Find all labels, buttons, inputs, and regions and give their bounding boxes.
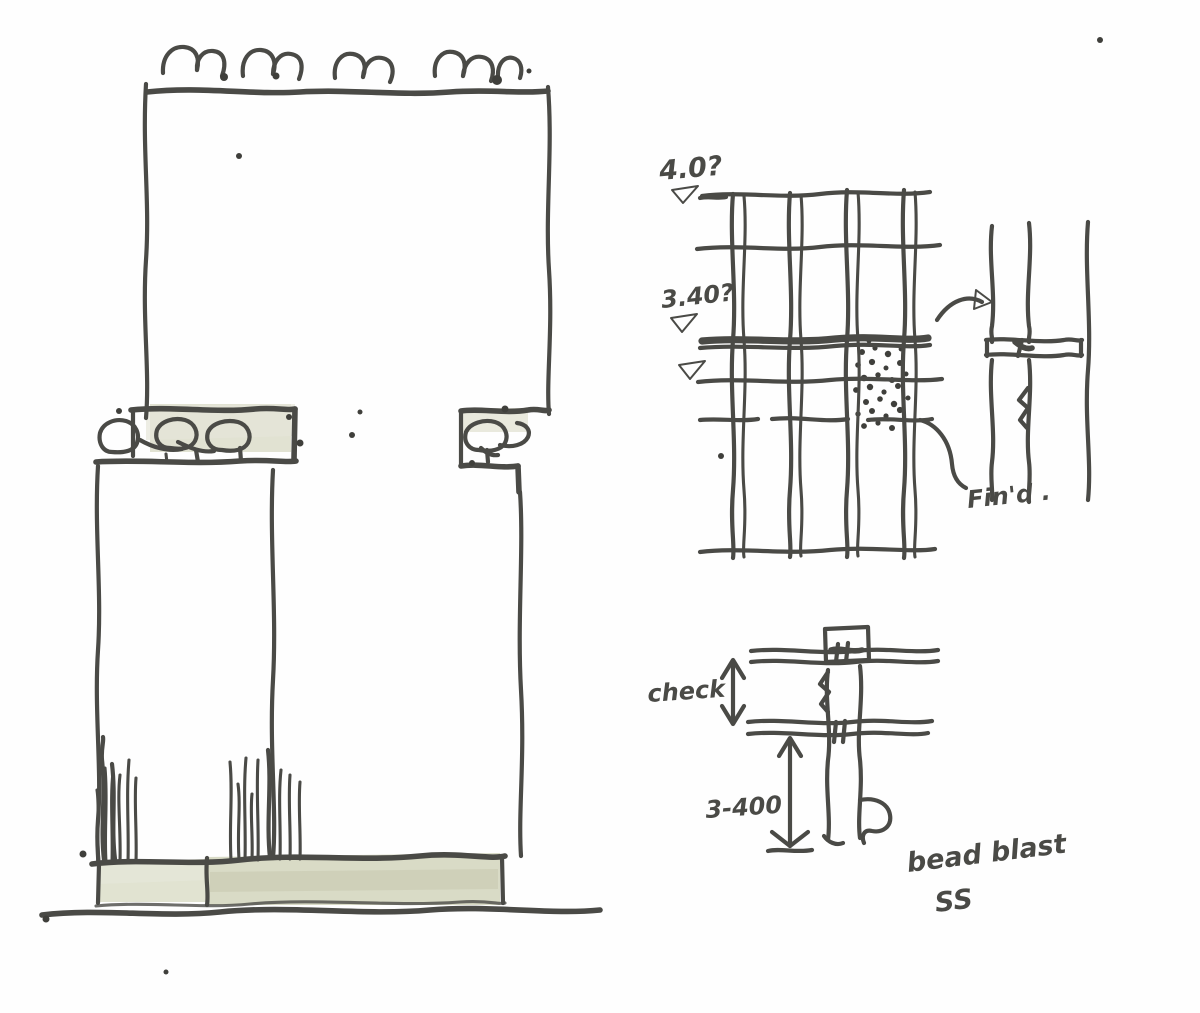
grid-top-annotation: 4.0? bbox=[657, 151, 724, 204]
base-right-edge bbox=[499, 854, 506, 906]
grid-bottom-rail bbox=[697, 546, 938, 555]
left-planter-ledge bbox=[93, 405, 304, 466]
stray-mark bbox=[163, 969, 169, 975]
grid-mullion-1b bbox=[741, 194, 747, 559]
stray-mark bbox=[79, 850, 87, 858]
section-lower-joint-1 bbox=[831, 719, 839, 745]
section-post-right bbox=[856, 663, 864, 841]
section-rail-lower bbox=[745, 718, 935, 726]
planting-reeds-left bbox=[95, 734, 138, 864]
center-mullion bbox=[269, 467, 277, 861]
lower-right-jamb bbox=[517, 489, 525, 859]
section-head-hatch-2 bbox=[843, 640, 851, 665]
grid-top-note: 4.0? bbox=[657, 151, 724, 188]
stray-mark bbox=[236, 153, 242, 159]
level-marker-triangle-top bbox=[671, 185, 699, 204]
level-marker-triangle-low bbox=[678, 360, 706, 380]
stray-mark bbox=[718, 453, 724, 459]
check-dimension: check bbox=[646, 657, 747, 727]
section-post-base bbox=[821, 833, 846, 847]
enlarged-vertical-1 bbox=[988, 223, 996, 345]
dim-arrow-lower-head-up bbox=[776, 735, 804, 759]
wash-layer bbox=[98, 404, 528, 905]
grid-mullion-1 bbox=[729, 191, 737, 561]
stray-mark bbox=[349, 432, 355, 438]
main-elevation bbox=[39, 44, 603, 975]
dim-arrow-lower-base bbox=[765, 847, 815, 854]
grid-mid-note: 3.40? bbox=[660, 278, 736, 313]
base-wash-fade bbox=[98, 861, 208, 884]
grid-rail-3-heavy bbox=[698, 334, 932, 345]
enlarged-rail-detail bbox=[983, 219, 1092, 505]
grid-rail-2 bbox=[694, 242, 943, 252]
enlarged-rail-top bbox=[983, 337, 1085, 344]
grid-mullion-4 bbox=[900, 187, 908, 561]
callout-arrow-head bbox=[973, 289, 993, 310]
fin-leader bbox=[917, 417, 969, 491]
grid-rail-1 bbox=[699, 189, 933, 199]
enlarged-vertical-3 bbox=[1084, 219, 1092, 503]
right-planter-ledge bbox=[458, 405, 552, 495]
curtain-hook-loops bbox=[160, 44, 532, 85]
stray-mark bbox=[1097, 37, 1103, 43]
grid-mid-annotation: 3.40? bbox=[660, 278, 736, 380]
stray-mark bbox=[357, 409, 363, 415]
section-lower-joint-2 bbox=[840, 718, 848, 745]
grid-rail-5b bbox=[769, 416, 851, 423]
section-head-block bbox=[822, 624, 872, 665]
grid-rail-5c bbox=[865, 416, 935, 423]
fin-note: Fin'd . bbox=[966, 477, 1052, 514]
dimension-label: 3-400 bbox=[704, 791, 783, 824]
left-jamb bbox=[142, 81, 150, 421]
grid-detail: 4.0? 3.40? Fin'd . bbox=[657, 151, 1052, 561]
finish-note: bead blast bbox=[905, 829, 1069, 879]
enlarged-vertical-1b bbox=[988, 357, 996, 503]
planting-reeds-center bbox=[228, 747, 302, 862]
check-label: check bbox=[646, 674, 728, 707]
stray-mark bbox=[42, 915, 50, 923]
grid-rail-3-under bbox=[697, 342, 933, 351]
grid-rail-4 bbox=[695, 376, 945, 385]
section-foot-hook bbox=[857, 797, 893, 846]
enlarged-vertical-2 bbox=[1025, 220, 1033, 345]
callout-arrow bbox=[934, 296, 985, 323]
ground-line-echo bbox=[94, 900, 507, 908]
dim-arrow-check-head-dn bbox=[719, 703, 747, 727]
finish-material: SS bbox=[933, 884, 974, 919]
level-marker-triangle-mid bbox=[670, 313, 698, 333]
head-rail bbox=[144, 87, 551, 97]
enlarged-zigzag bbox=[1016, 385, 1031, 431]
section-rail-lower-2 bbox=[745, 730, 931, 738]
section-head-hatch-1 bbox=[833, 641, 841, 665]
base-top-line bbox=[89, 852, 508, 867]
enlarged-vertical-2b bbox=[1025, 357, 1033, 505]
grid-mullion-3b bbox=[855, 190, 861, 558]
base-wash-core bbox=[210, 869, 498, 892]
enlarged-rail-joint bbox=[1012, 339, 1035, 352]
grid-stub-left-1 bbox=[697, 194, 729, 201]
dim-arrow-lower-foot bbox=[769, 829, 811, 849]
base-mid-joint bbox=[204, 855, 210, 908]
enlarged-rail-joint-2 bbox=[1015, 337, 1025, 359]
ground-line bbox=[39, 905, 603, 918]
dim-arrow-check-head-up bbox=[719, 657, 747, 681]
right-jamb bbox=[545, 84, 553, 417]
grid-mullion-2 bbox=[786, 190, 794, 560]
grid-mullion-3 bbox=[843, 187, 851, 560]
grid-rail-5a bbox=[697, 416, 761, 423]
enlarged-rail-bottom bbox=[983, 352, 1085, 359]
grid-mullion-4b bbox=[912, 190, 918, 559]
lower-dimension: 3-400 bbox=[704, 735, 815, 854]
section-post-zigzag bbox=[817, 669, 832, 715]
grid-mullion-2b bbox=[798, 193, 804, 558]
base-left-edge bbox=[95, 861, 102, 906]
